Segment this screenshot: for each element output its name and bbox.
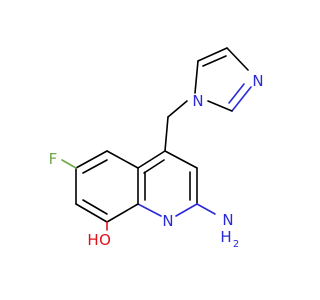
imidazole-n1-label: N [192, 92, 203, 110]
amino-h-label: H [220, 228, 231, 246]
imidazole-n3-label: N [252, 72, 263, 90]
bond [137, 203, 162, 217]
ring-nitrogen-label: N [162, 212, 173, 230]
amino-h-subscript: 2 [233, 239, 239, 250]
bond [164, 116, 169, 152]
bond [226, 47, 249, 71]
bond [194, 60, 199, 94]
bond [197, 47, 228, 62]
amino-n-label: N [222, 211, 233, 229]
bond [164, 150, 198, 169]
hydroxyl-h-label: H [87, 231, 98, 249]
bond [228, 83, 245, 104]
bond [61, 159, 77, 169]
bond [196, 203, 216, 215]
bond [143, 159, 165, 174]
bond [202, 55, 227, 67]
bond [75, 150, 108, 169]
hydroxyl-o-label: O [99, 231, 111, 249]
molecule-structure: N N F N N H 2 O H [49, 47, 264, 250]
bond [207, 100, 233, 112]
bond [82, 159, 108, 174]
bond [106, 203, 139, 223]
bond [137, 150, 166, 169]
bond [75, 203, 108, 223]
bond [82, 199, 108, 215]
fluorine-label: F [49, 150, 58, 168]
bond [175, 203, 198, 217]
bond [106, 150, 139, 169]
structure-canvas: N N F N N H 2 O H [48, 47, 264, 250]
bond [231, 86, 252, 112]
bond [167, 100, 188, 118]
